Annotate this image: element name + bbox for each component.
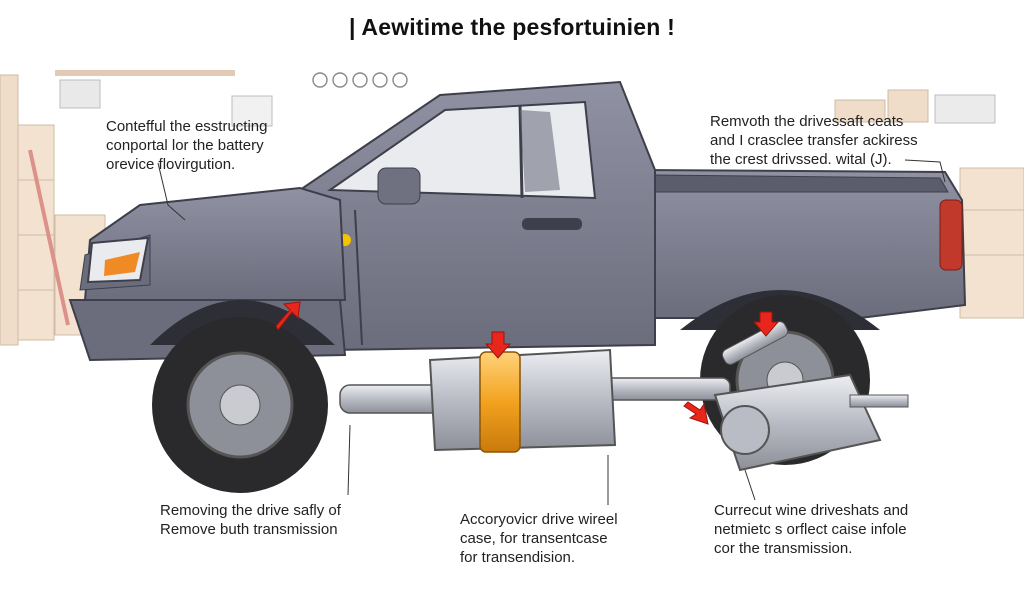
tool-icons-row	[312, 72, 408, 88]
callout-line: the crest drivssed. wital (J).	[710, 151, 892, 168]
callout-line: conportal lor the battery	[106, 137, 264, 154]
front-wheel	[152, 317, 328, 493]
callout-leaders	[157, 159, 946, 505]
gear-icon	[332, 72, 348, 88]
arrow-front-suspension	[275, 301, 301, 331]
callout-line: Contefful the esstructing	[106, 118, 268, 135]
callout-line: Remove buth transmission	[160, 521, 338, 538]
arrow-rear-diff	[683, 401, 709, 425]
callout-line: netmietc s orflect caise infole	[714, 521, 907, 538]
rear-differential	[713, 373, 909, 472]
callout-line: and I crasclee transfer ackiress	[710, 132, 918, 149]
callout-bottom-left: Removing the drive safly of Remove buth …	[160, 501, 341, 539]
callout-line: Accoryovicr drive wireel	[460, 511, 618, 528]
callout-line: orevice flovirgution.	[106, 156, 236, 173]
bolt-icon	[372, 72, 388, 88]
wrench-icon	[352, 72, 368, 88]
callout-bottom-right: Currecut wine driveshats and netmietc s …	[714, 501, 908, 558]
driveshaft-assembly	[339, 321, 909, 472]
callout-line: Removing the drive safly of	[160, 502, 341, 519]
callout-top-left: Contefful the esstructing conportal lor …	[106, 117, 267, 174]
workshop-right	[834, 89, 1024, 319]
transfer-case-highlight	[479, 351, 521, 453]
callout-line: case, for transentcase	[460, 530, 608, 547]
callout-top-right: Remvoth the drivessaft ceats and I crasc…	[710, 112, 918, 169]
indicator-arrows	[275, 301, 780, 425]
arrow-rear-driveshaft	[752, 311, 780, 337]
callout-bottom-middle: Accoryovicr drive wireel case, for trans…	[460, 510, 618, 567]
callout-line: for transendision.	[460, 549, 576, 566]
callout-line: Remvoth the drivessaft ceats	[710, 113, 904, 130]
callout-line: cor the transmission.	[714, 540, 853, 557]
arrow-transfer-case	[484, 331, 512, 359]
page-title: | Aewitime the pesfortuinien !	[349, 14, 675, 40]
callout-line: Currecut wine driveshats and	[714, 502, 909, 519]
nut-icon	[392, 72, 408, 88]
wheel-icon	[312, 72, 328, 88]
